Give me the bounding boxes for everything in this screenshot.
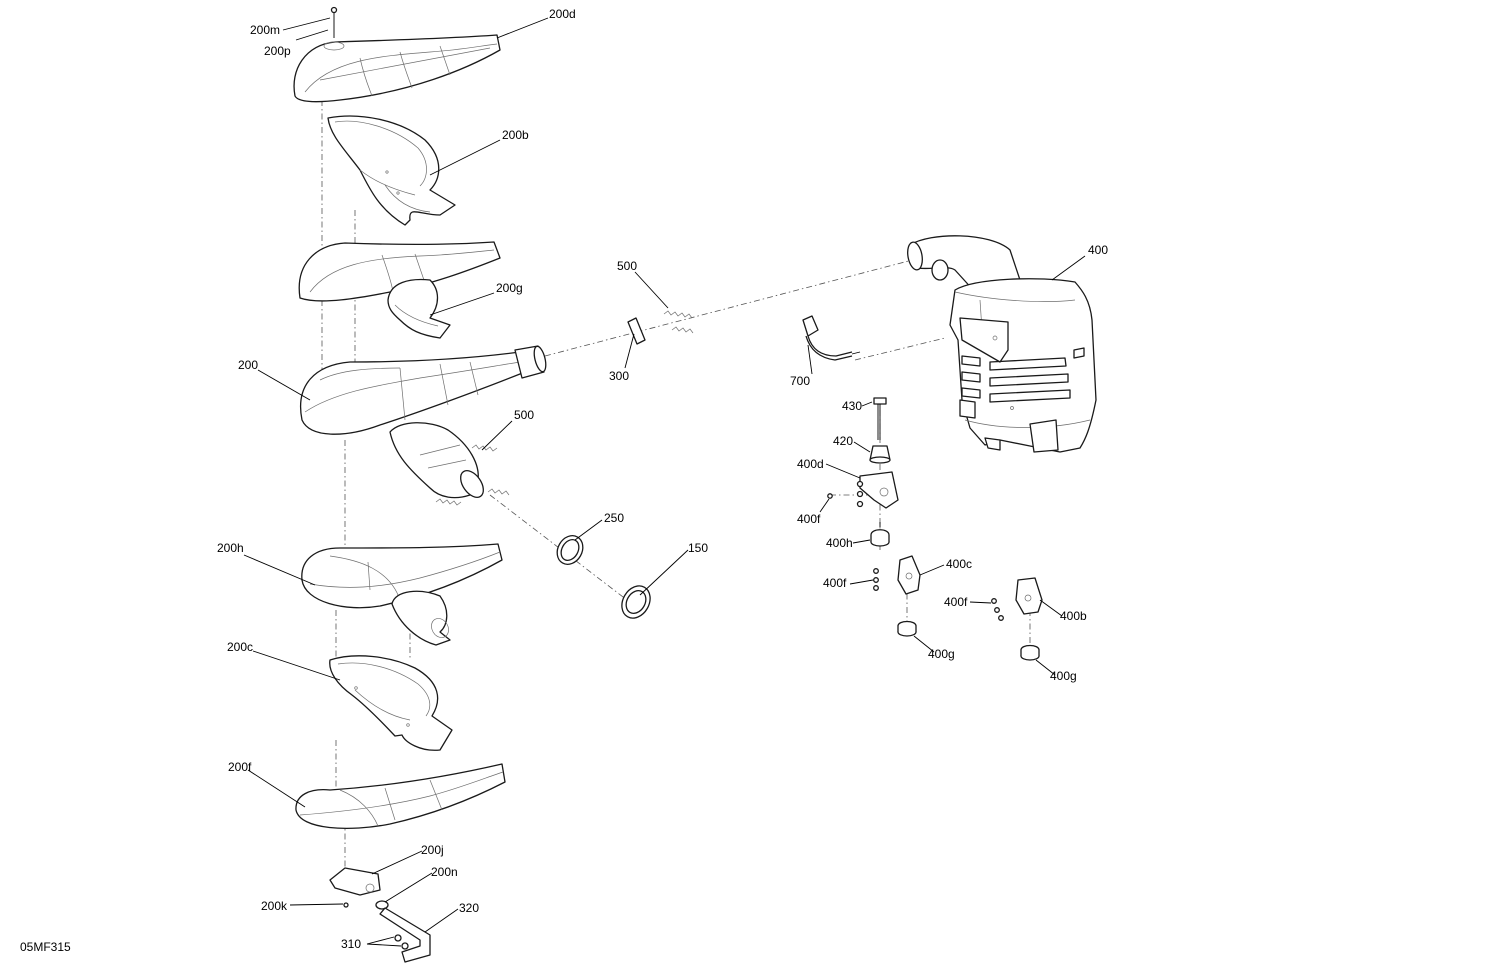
part-200b-inner-heat-shield	[327, 115, 456, 226]
part-400b-bracket	[991, 577, 1043, 621]
part-200-tuned-pipe	[300, 345, 547, 499]
part-420-rubber-mount	[869, 445, 891, 464]
callout-label: 200n	[431, 865, 458, 879]
part-320-support-rod	[379, 907, 431, 963]
callout-label: 320	[459, 901, 479, 915]
callout-label: 500	[617, 259, 637, 273]
part-200h-lower-heat-shield	[301, 543, 503, 646]
callout-label: 250	[604, 511, 624, 525]
part-400c-bracket	[873, 555, 921, 595]
callout-label: 400d	[797, 457, 824, 471]
part-400d-bracket	[827, 471, 899, 509]
part-200n-bushing	[375, 900, 389, 910]
part-200g-tuned-pipe-shield	[298, 241, 501, 339]
part-430-bolt	[873, 397, 887, 440]
callout-label: 400f	[823, 576, 847, 590]
part-700-exhaust-sensor	[802, 315, 861, 361]
callout-label: 200h	[217, 541, 244, 555]
callout-label: 400g	[928, 647, 955, 661]
leader-lines	[243, 17, 1086, 947]
callout-label: 400c	[946, 557, 972, 571]
part-150-gasket	[621, 585, 651, 619]
callout-label: 430	[842, 399, 862, 413]
callout-label: 200b	[502, 128, 529, 142]
part-400g-rubber-mount-right	[1020, 644, 1040, 661]
part-200d-upper-heat-shield	[293, 6, 501, 103]
callout-label: 200m	[250, 23, 280, 37]
callout-label: 400	[1088, 243, 1108, 257]
callout-label: 200c	[227, 640, 253, 654]
callout-label: 200j	[421, 843, 444, 857]
drawing-id: 05MF315	[20, 940, 71, 954]
callout-label: 150	[688, 541, 708, 555]
callout-label: 400f	[944, 595, 968, 609]
callout-label: 200	[238, 358, 258, 372]
callout-label: 200d	[549, 7, 576, 21]
callout-label: 400b	[1060, 609, 1087, 623]
part-200j-support-plate	[329, 867, 381, 896]
callout-label: 420	[833, 434, 853, 448]
part-310-nuts	[394, 934, 409, 950]
callout-label: 700	[790, 374, 810, 388]
part-200c-inner-lower-shield	[329, 655, 453, 751]
part-200k-screw	[343, 902, 349, 908]
part-200f-bottom-heat-shield	[295, 763, 506, 830]
callout-label: 310	[341, 937, 361, 951]
callout-label: 200k	[261, 899, 288, 913]
callout-labels: 200m 200p 200d 200b 200g 500 300 400 700…	[217, 7, 1108, 951]
part-400h-damper	[870, 522, 890, 547]
part-400-muffler	[907, 235, 1097, 453]
part-300-clip	[627, 317, 646, 345]
part-500-springs-upper	[663, 310, 694, 334]
part-250-seal-ring	[556, 535, 584, 565]
callout-label: 200p	[264, 44, 291, 58]
callout-label: 200g	[496, 281, 523, 295]
part-400g-rubber-mount-left	[897, 620, 917, 637]
callout-label: 300	[609, 369, 629, 383]
callout-label: 500	[514, 408, 534, 422]
callout-label: 400h	[826, 536, 853, 550]
callout-label: 400f	[797, 512, 821, 526]
callout-label: 400g	[1050, 669, 1077, 683]
callout-label: 200f	[228, 760, 252, 774]
